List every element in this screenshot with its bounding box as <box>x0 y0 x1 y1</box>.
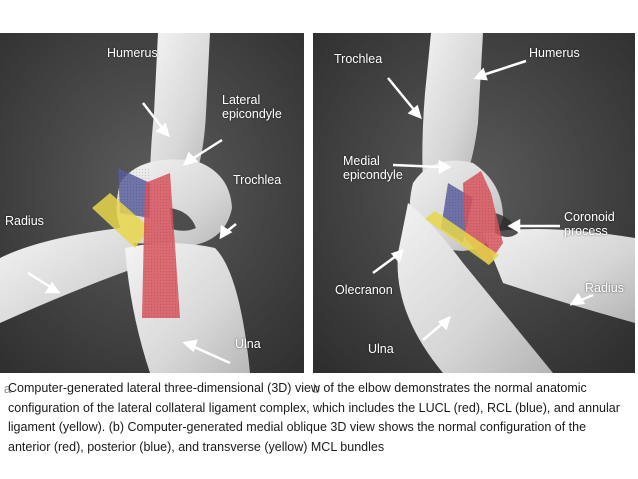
humerus-bone <box>422 33 483 183</box>
label-arrows <box>372 59 594 341</box>
panel-a-letter: a <box>3 382 12 396</box>
label-humerus: Humerus <box>529 46 580 60</box>
label-ulna: Ulna <box>368 342 394 356</box>
label-lateral-epicondyle: Lateral epicondyle <box>222 93 282 121</box>
label-olecranon: Olecranon <box>335 283 393 297</box>
radius-bone <box>0 228 150 323</box>
label-trochlea: Trochlea <box>334 52 383 66</box>
panel-b-medial-oblique-view: Trochlea Humerus Medial epicondyle Coron… <box>313 33 635 373</box>
label-medial-epicondyle: Medial epicondyle <box>343 154 403 182</box>
label-radius: Radius <box>5 214 44 228</box>
figure-caption: Computer-generated lateral three-dimensi… <box>8 381 620 454</box>
label-radius: Radius <box>585 281 624 295</box>
humerus-bone <box>150 33 210 183</box>
radius-bone <box>483 229 635 323</box>
lateral-elbow-illustration <box>0 33 304 373</box>
transverse-bundle-yellow <box>425 211 499 265</box>
label-coronoid-process: Coronoid process <box>564 210 615 238</box>
panel-a-lateral-view: Humerus Lateral epicondyle Trochlea Radi… <box>0 33 304 373</box>
annular-ligament-yellow <box>92 193 150 248</box>
medial-elbow-illustration <box>313 33 635 373</box>
label-ulna: Ulna <box>235 337 261 351</box>
panel-b-letter: b <box>312 382 321 396</box>
label-humerus: Humerus <box>107 46 158 60</box>
olecranon-ulna <box>397 203 553 373</box>
label-trochlea: Trochlea <box>233 173 282 187</box>
label-arrows <box>27 102 237 365</box>
